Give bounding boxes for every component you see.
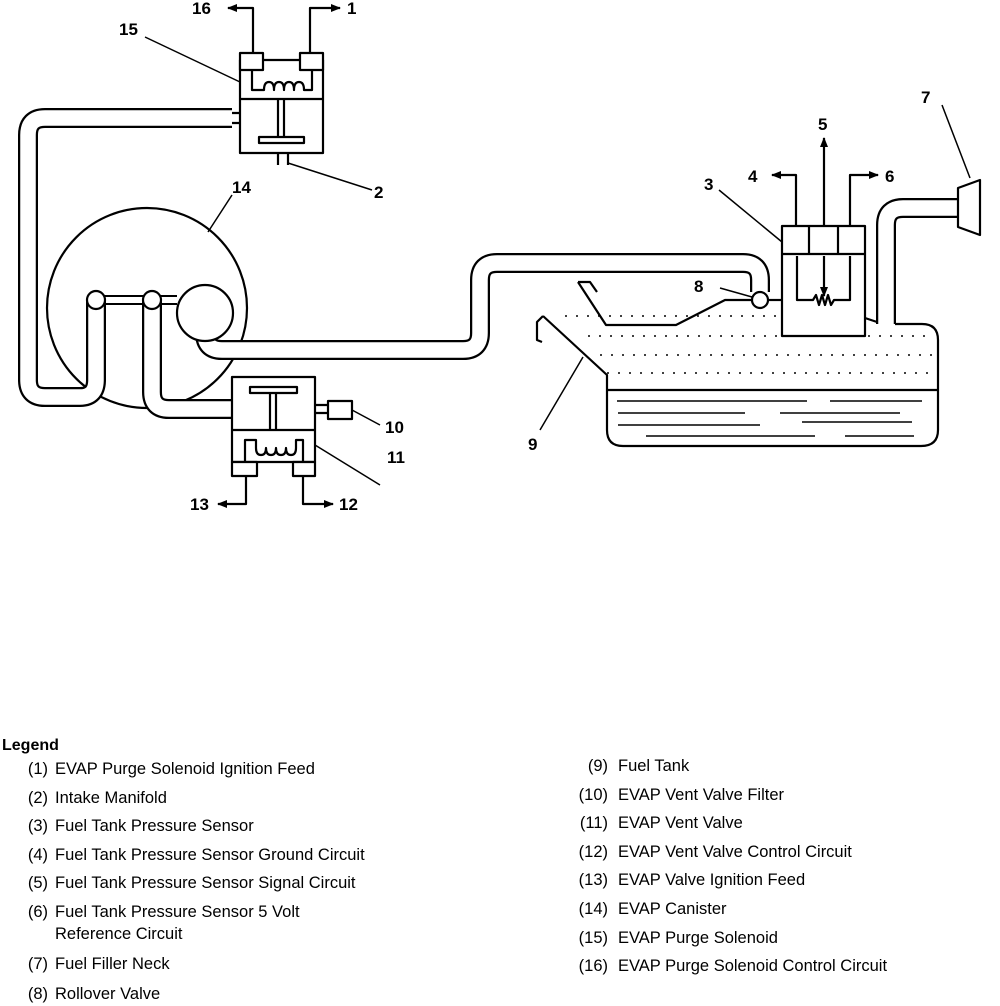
fuel-tank (535, 280, 940, 448)
legend-text: EVAP Vent Valve Filter (618, 786, 784, 804)
legend-text: Fuel Tank Pressure Sensor Ground Circuit (55, 846, 365, 864)
fuel-filler-neck (876, 178, 982, 326)
legend-text: Fuel Tank Pressure Sensor (55, 817, 254, 835)
callout-2: 2 (374, 183, 383, 202)
callout-14: 14 (232, 178, 251, 197)
legend-number: (12) (578, 843, 608, 861)
legend-number: (16) (578, 957, 608, 975)
legend-text: Fuel Tank Pressure Sensor Signal Circuit (55, 874, 356, 892)
legend-number: (4) (27, 846, 48, 864)
callout-6: 6 (885, 167, 894, 186)
legend-text: Fuel Tank Pressure Sensor 5 Volt (55, 903, 300, 921)
legend-number: (13) (578, 871, 608, 889)
canister-port-vent (141, 289, 163, 311)
legend-text: EVAP Purge Solenoid (618, 929, 778, 947)
callout-12: 12 (339, 495, 358, 514)
callout-8: 8 (694, 277, 703, 296)
callout-3: 3 (704, 175, 713, 194)
callout-7: 7 (921, 88, 930, 107)
callout-11: 11 (387, 448, 405, 467)
legend-text: EVAP Canister (618, 900, 727, 918)
legend-text: Fuel Filler Neck (55, 955, 170, 973)
callout-1: 1 (347, 0, 356, 18)
callout-16: 16 (192, 0, 211, 18)
rollover-valve (750, 290, 770, 310)
callout-15: 15 (119, 20, 138, 39)
callout-13: 13 (190, 495, 209, 514)
legend-text: EVAP Vent Valve Control Circuit (618, 843, 852, 861)
legend-text-continued: Reference Circuit (55, 925, 183, 943)
canister-inlet-chamber (175, 283, 235, 343)
evap-purge-solenoid (227, 4, 341, 165)
evap-vent-valve-filter (326, 399, 354, 421)
legend-text: Intake Manifold (55, 789, 167, 807)
legend-number: (1) (27, 760, 48, 778)
leader-lines (144, 36, 971, 486)
tank-vapor-hose (195, 253, 770, 360)
legend-number: (10) (578, 786, 608, 804)
legend-number: (3) (27, 817, 48, 835)
legend-text: EVAP Purge Solenoid Control Circuit (618, 957, 888, 975)
legend-number: (8) (27, 985, 48, 1003)
evap-vent-valve (217, 375, 334, 508)
legend-text: EVAP Vent Valve (618, 814, 743, 832)
legend-text: EVAP Purge Solenoid Ignition Feed (55, 760, 315, 778)
legend-text: Rollover Valve (55, 985, 161, 1003)
legend-number: (9) (587, 757, 608, 775)
legend-title: Legend (2, 737, 59, 754)
legend-number: (15) (578, 929, 608, 947)
legend-number: (6) (27, 903, 48, 921)
legend-text: Fuel Tank (618, 757, 690, 775)
legend-text: EVAP Valve Ignition Feed (618, 871, 806, 889)
legend-number: (11) (579, 814, 608, 832)
legend-number: (14) (578, 900, 608, 918)
legend-number: (5) (27, 874, 48, 892)
callout-4: 4 (748, 167, 758, 186)
callout-9: 9 (528, 435, 537, 454)
canister-port-purge (85, 289, 107, 311)
purge-hose (18, 108, 232, 407)
legend-number: (7) (27, 955, 48, 973)
evap-system-diagram: 16 1 15 2 14 10 11 13 12 3 4 5 6 7 8 9 (18, 0, 982, 514)
callout-5: 5 (818, 115, 827, 134)
legend-number: (2) (27, 789, 48, 807)
vent-hose (142, 300, 232, 419)
callout-10: 10 (385, 418, 404, 437)
fuel-tank-pressure-sensor (771, 137, 879, 338)
